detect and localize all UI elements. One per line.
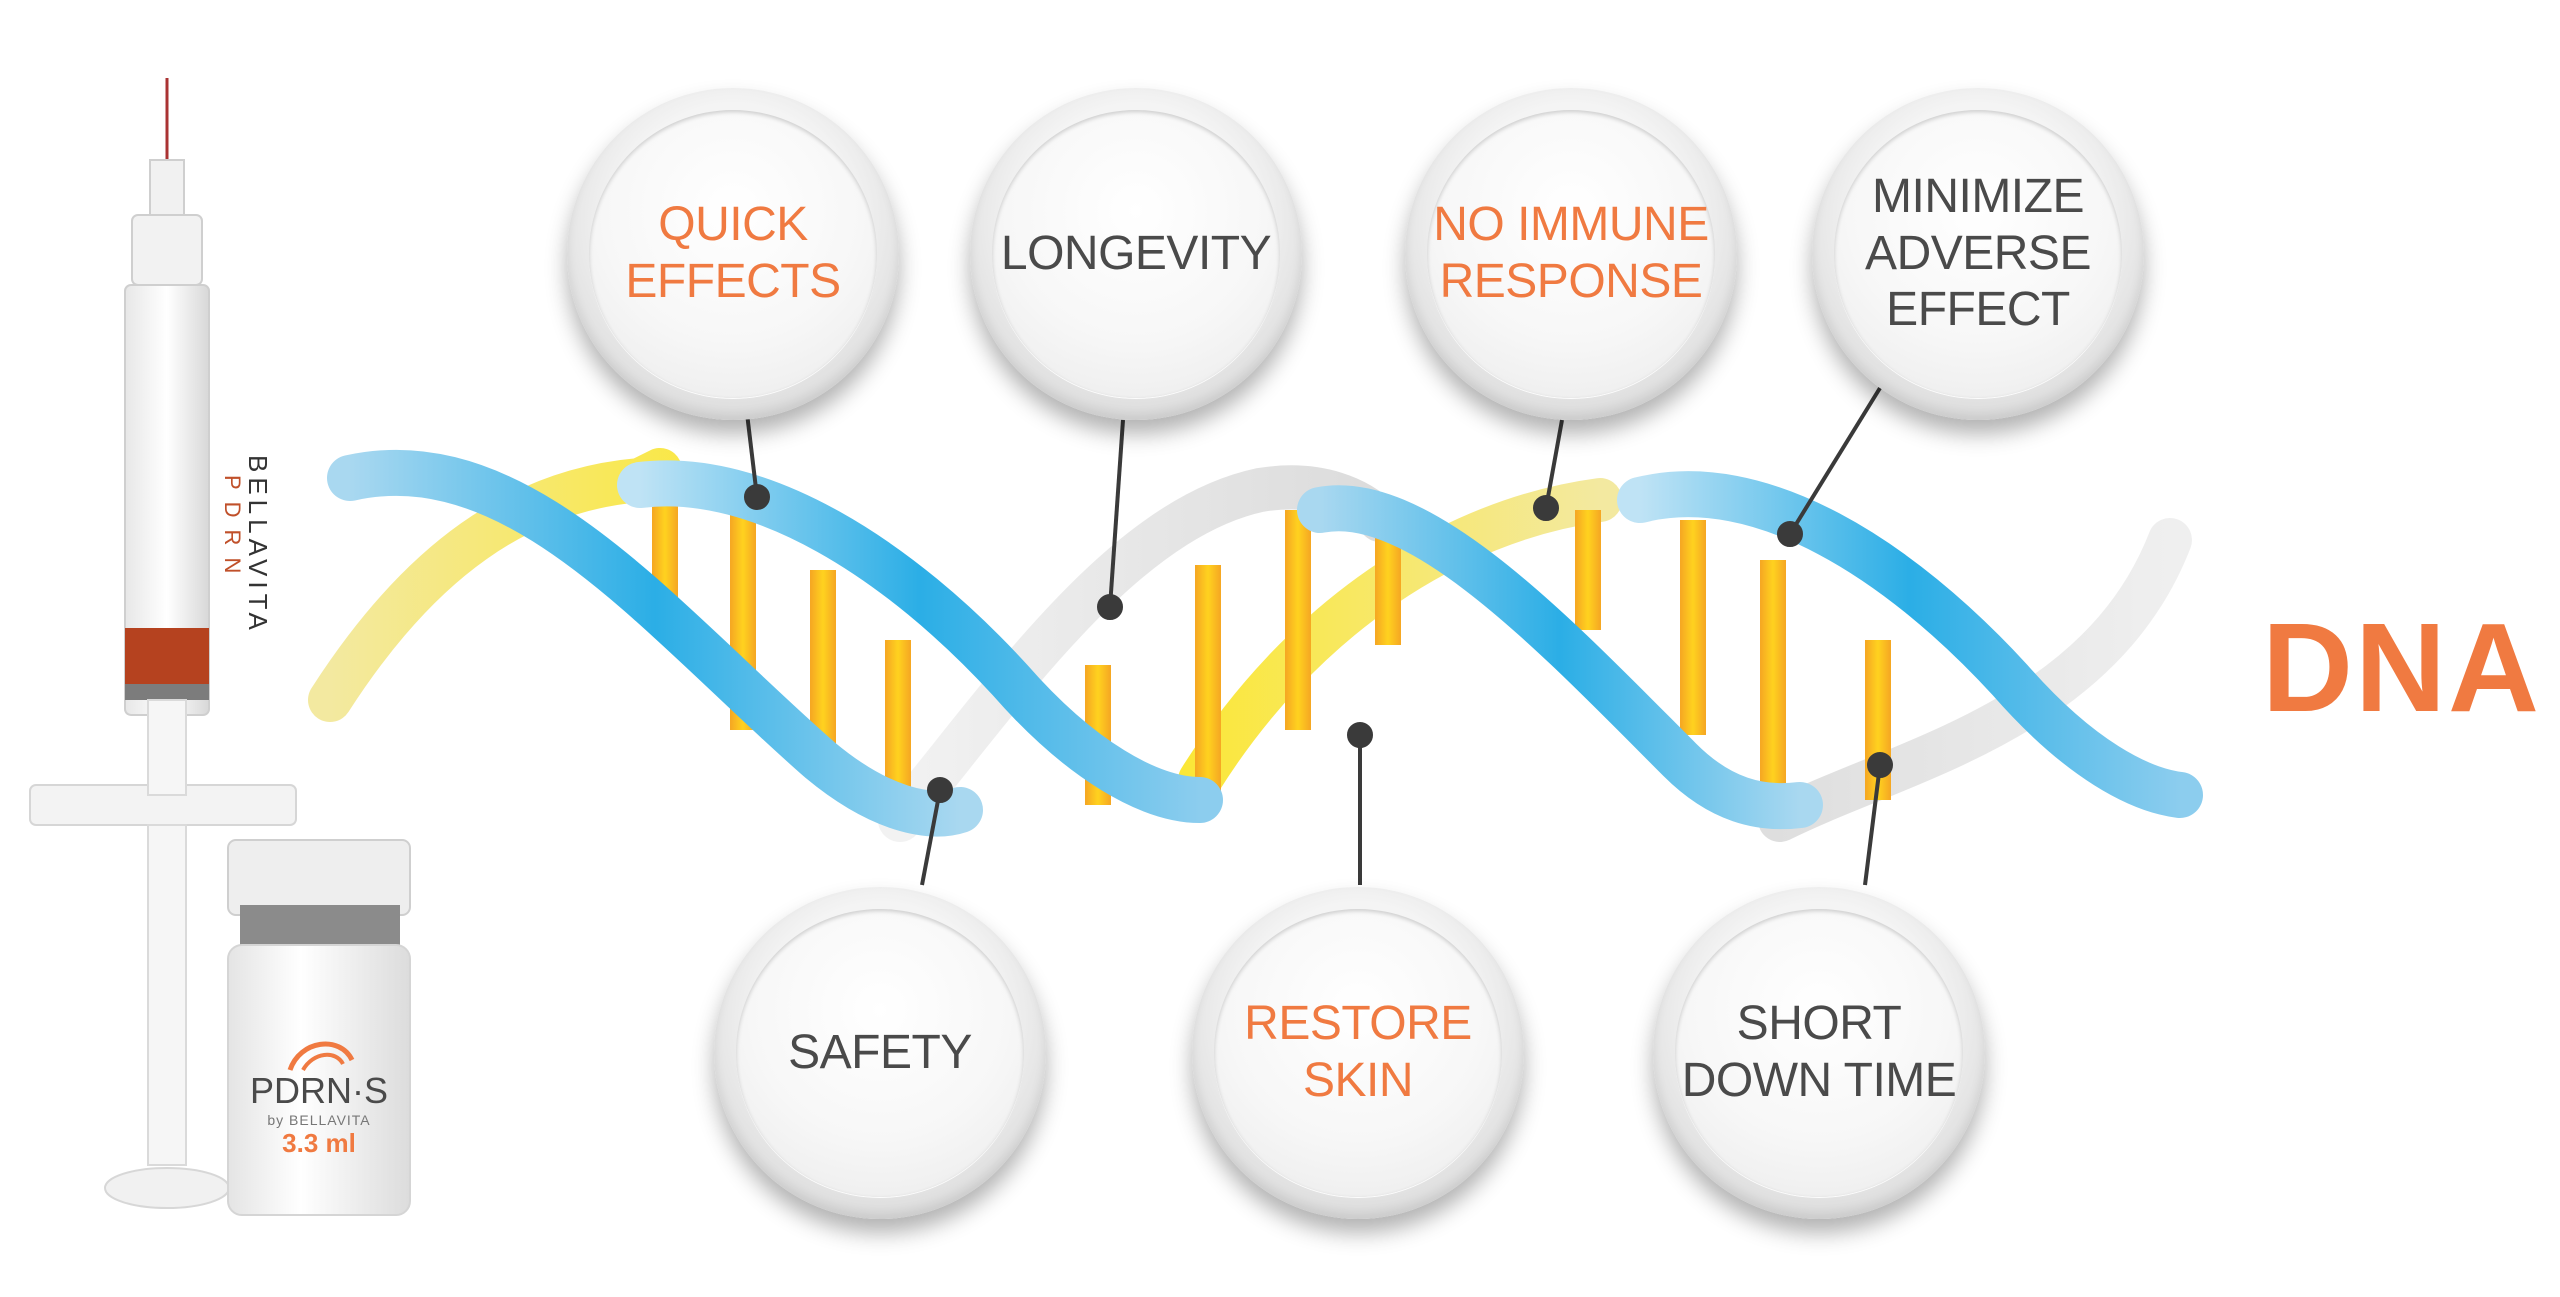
vial-by: by BELLAVITA — [267, 1112, 371, 1128]
dna-strand-blue-2 — [617, 460, 1223, 823]
vial-volume: 3.3 ml — [282, 1128, 356, 1158]
feature-label: MINIMIZE ADVERSE EFFECT — [1865, 170, 2091, 337]
dna-strand-blue-1 — [327, 449, 983, 837]
syringe-illustration — [29, 78, 297, 1209]
feature-bubble-no-immune-response: NO IMMUNE RESPONSE — [1405, 88, 1737, 420]
connector-lines — [744, 386, 1893, 886]
vial-label: PDRN·S by BELLAVITA 3.3 ml — [228, 1070, 410, 1159]
feature-label: SAFETY — [788, 1025, 972, 1079]
vial-brand: PDRN·S — [249, 1070, 388, 1111]
feature-label: LONGEVITY — [1000, 226, 1272, 280]
feature-bubble-quick-effects: QUICK EFFECTS — [567, 88, 899, 420]
feature-bubble-restore-skin: RESTORE SKIN — [1192, 887, 1524, 1219]
feature-label: NO IMMUNE RESPONSE — [1433, 198, 1709, 308]
feature-label: RESTORE SKIN — [1244, 997, 1472, 1107]
dna-title: DNA — [2262, 597, 2541, 738]
feature-label: SHORT DOWN TIME — [1681, 997, 1957, 1107]
dna-strand-blue-3 — [1297, 485, 1823, 830]
syringe-brand: BELLAVITA — [243, 455, 273, 635]
feature-bubble-minimize-adverse-effect: MINIMIZE ADVERSE EFFECT — [1812, 88, 2144, 420]
feature-bubble-short-down-time: SHORT DOWN TIME — [1653, 887, 1985, 1219]
vial-illustration — [227, 839, 411, 1216]
syringe-subbrand: PDRN — [220, 475, 245, 586]
feature-bubble-safety: SAFETY — [714, 887, 1046, 1219]
dna-strand-blue-4 — [1617, 471, 2203, 818]
feature-label: QUICK EFFECTS — [625, 198, 841, 308]
syringe-sub-text: PDRN — [45, 475, 245, 585]
feature-bubble-longevity: LONGEVITY — [970, 88, 1302, 420]
